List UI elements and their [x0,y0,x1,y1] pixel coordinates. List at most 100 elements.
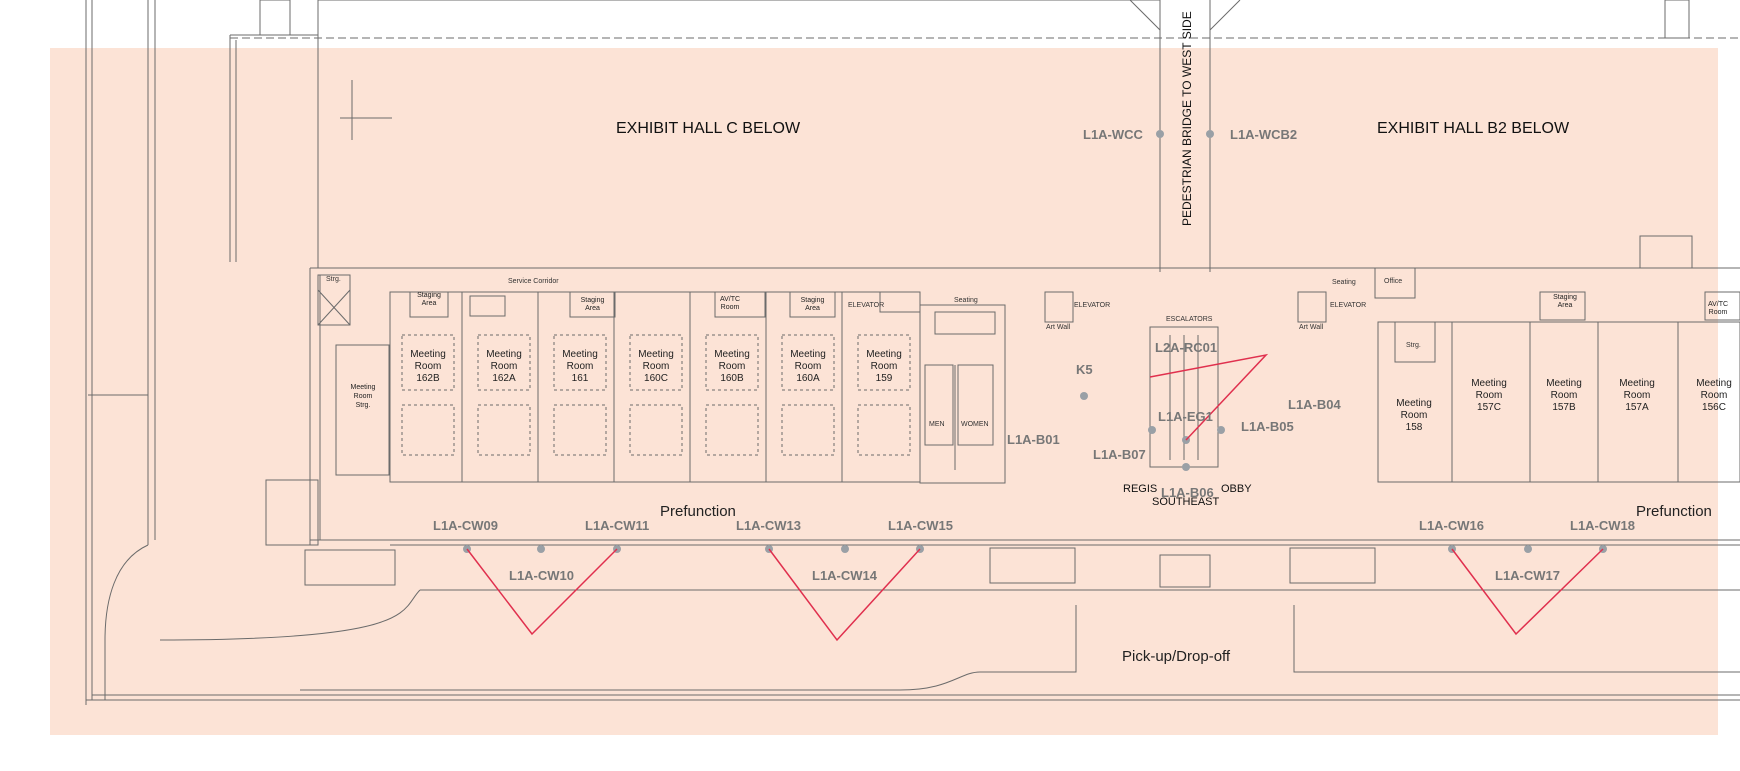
women-restroom-label: WOMEN [961,421,989,428]
drive-curve [300,605,1077,691]
code-cw13: L1A-CW13 [736,518,802,533]
code-eg1: L1A-EG1 [1158,409,1213,424]
restroom-stall [924,364,954,446]
room-dashed [401,404,455,456]
view-cone-cw10 [466,548,618,636]
staging-box [409,291,449,318]
art-wall-label: Art Wall [1299,324,1324,331]
room-dashed [401,334,455,391]
view-cone-cw17 [1451,548,1604,636]
room-160a: Meeting Room 160A [790,349,826,384]
room-dashed [857,404,911,456]
marker-wcc [1156,130,1164,138]
view-cone-eg1 [1149,353,1269,441]
room-157c: Meeting Room 157C [1471,378,1507,413]
code-rc01: L2A-RC01 [1155,340,1218,355]
art-wall-label: Art Wall [1046,324,1071,331]
code-b07: L1A-B07 [1093,447,1146,462]
room-162b: Meeting Room 162B [410,349,446,384]
room-160c: Meeting Room 160C [638,349,674,384]
entry-box [1159,554,1211,588]
code-wcb2: L1A-WCB2 [1230,127,1298,142]
seating-label: Seating [1332,279,1356,286]
bridge-line [1209,0,1241,31]
room-dashed [553,404,607,456]
staging-box [789,291,836,318]
exhibit-hall-c-label: EXHIBIT HALL C BELOW [616,120,801,137]
code-b06: L1A-B06 [1161,485,1214,500]
room-dashed [629,404,683,456]
marker-wcb2 [1206,130,1214,138]
elevator-box [1297,291,1327,323]
marker-b05 [1217,426,1225,434]
room-dashed [705,334,759,391]
marker-cw10 [537,545,545,553]
room-strg: Meeting Room Strg. [350,384,376,409]
seating-box [934,311,996,335]
pickup-label: Pick-up/Drop-off [1122,648,1231,665]
office-box [1374,267,1416,299]
room-dashed [781,404,835,456]
drive-curve [1293,605,1740,673]
elevator-box [1044,291,1074,323]
room-dashed [477,404,531,456]
strg-box [1394,321,1436,363]
stair-top-right [1664,0,1690,39]
code-cw14: L1A-CW14 [812,568,878,583]
code-cw09: L1A-CW09 [433,518,499,533]
code-b05: L1A-B05 [1241,419,1294,434]
view-cone-cw14 [768,548,921,642]
staging-area-label: Staging Area [1553,294,1577,309]
marker-b07 [1148,426,1156,434]
code-cw11: L1A-CW11 [585,518,650,533]
avtc-room-label: AV/TC Room [719,296,741,311]
code-wcc: L1A-WCC [1083,127,1143,142]
elevator-label: ELEVATOR [1074,302,1111,309]
elevator-box [879,291,921,313]
staging-box [1539,291,1586,321]
room-156c: Meeting Room 156C [1696,378,1732,413]
marker-b06 [1182,463,1190,471]
marker-cw14 [841,545,849,553]
meeting-strg-outline [335,344,390,476]
vestibule [1289,547,1376,584]
drive-curve [159,589,421,641]
east-meeting-block [1377,321,1740,483]
restroom-stall [957,364,994,446]
men-restroom-label: MEN [929,421,945,428]
highlight-region [50,48,1718,735]
office-label: Office [1384,278,1403,285]
elevator-label: ELEVATOR [848,302,885,309]
southeast-label: SOUTHEAST [1152,496,1220,508]
elevator-label: ELEVATOR [1330,302,1367,309]
restroom-block [919,304,1006,484]
avtc-box [1704,291,1740,321]
bridge-line [1129,0,1161,31]
staging-area-label: Staging Area [800,297,825,312]
exhibit-hall-b2-label: EXHIBIT HALL B2 BELOW [1377,120,1570,137]
stair-top-left [259,0,291,36]
road-curve [104,544,149,700]
staging-area-label: Staging Area [417,292,441,307]
room-dashed [553,334,607,391]
room-dashed [629,334,683,391]
staging-area-label: Staging Area [580,297,605,312]
code-cw16: L1A-CW16 [1419,518,1485,533]
marker-cw17 [1524,545,1532,553]
pedestrian-bridge-label: PEDESTRIAN BRIDGE TO WEST SIDE [1180,11,1194,226]
staging-box [569,291,616,318]
escalators-label: ESCALATORS [1166,316,1213,323]
code-cw15: L1A-CW15 [888,518,954,533]
side-box [265,479,319,546]
code-cw17: L1A-CW17 [1495,568,1561,583]
room-157a: Meeting Room 157A [1619,378,1655,413]
code-k5: K5 [1076,362,1093,377]
code-b04: L1A-B04 [1288,397,1341,412]
room-161: Meeting Room 161 [562,349,598,384]
code-cw10: L1A-CW10 [509,568,575,583]
vestibule [989,547,1076,584]
registration-left-label: REGIS [1123,483,1158,495]
seating-label: Seating [954,297,978,304]
